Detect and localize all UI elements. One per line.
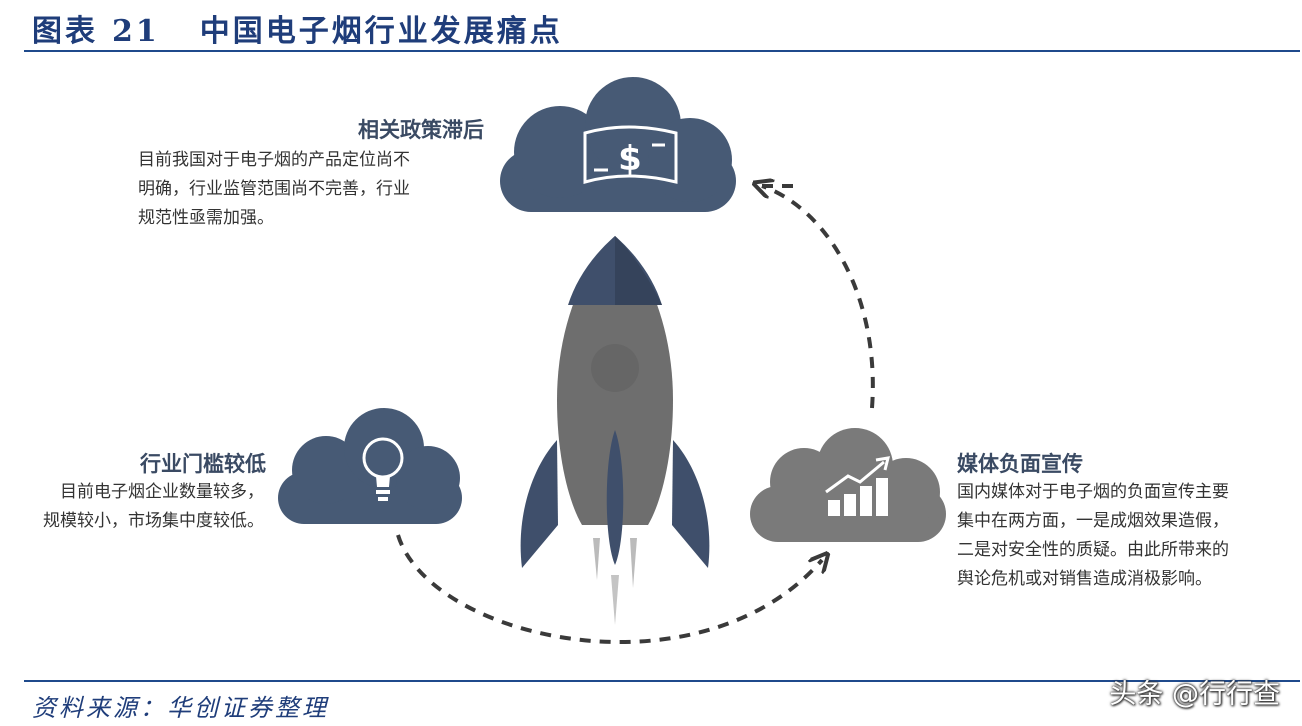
- entry-description-line: 目前电子烟企业数量较多，: [60, 482, 264, 502]
- policy-description: 目前我国对于电子烟的产品定位尚不 明确，行业监管范围尚不完善，行业 规范性亟需加…: [138, 146, 488, 233]
- rocket-icon: [520, 236, 710, 625]
- money-bill-icon: $: [583, 125, 678, 184]
- cloud-policy: [500, 77, 736, 212]
- cycle-arrow-bottom: [396, 534, 822, 645]
- media-description-line: 舆论危机或对销售造成消极影响。: [957, 569, 1212, 589]
- svg-text:$: $: [618, 139, 642, 179]
- media-description: 国内媒体对于电子烟的负面宣传主要 集中在两方面，一是成烟效果造假， 二是对安全性…: [957, 478, 1297, 594]
- source-divider: [24, 680, 1300, 682]
- figure-title-label: 图表: [32, 14, 98, 49]
- policy-description-line: 规范性亟需加强。: [138, 208, 274, 228]
- source-note: 资料来源：华创证券整理: [32, 694, 329, 722]
- cycle-arrow-right: [762, 186, 875, 409]
- figure-title-text: 中国电子烟行业发展痛点: [199, 14, 563, 49]
- cloud-entry: [278, 408, 462, 524]
- media-heading: 媒体负面宣传: [957, 452, 1083, 476]
- policy-heading: 相关政策滞后: [358, 118, 484, 142]
- cloud-media: [750, 428, 946, 542]
- title-divider: [24, 50, 1300, 52]
- media-description-line: 集中在两方面，一是成烟效果造假，: [957, 511, 1229, 531]
- growth-chart-icon: [825, 456, 891, 516]
- figure-title-number: 21: [112, 14, 160, 49]
- entry-description: 目前电子烟企业数量较多， 规模较小，市场集中度较低。: [43, 478, 264, 536]
- policy-description-line: 明确，行业监管范围尚不完善，行业: [138, 179, 410, 199]
- watermark: 头条 @行行查: [1109, 679, 1280, 710]
- entry-description-line: 规模较小，市场集中度较低。: [43, 511, 264, 531]
- figure-title: 图表 21 中国电子烟行业发展痛点: [32, 6, 563, 50]
- policy-description-line: 目前我国对于电子烟的产品定位尚不: [138, 150, 410, 170]
- entry-heading: 行业门槛较低: [140, 452, 266, 476]
- media-description-line: 国内媒体对于电子烟的负面宣传主要: [957, 482, 1229, 502]
- media-description-line: 二是对安全性的质疑。由此所带来的: [957, 540, 1229, 560]
- lightbulb-icon: [362, 437, 404, 501]
